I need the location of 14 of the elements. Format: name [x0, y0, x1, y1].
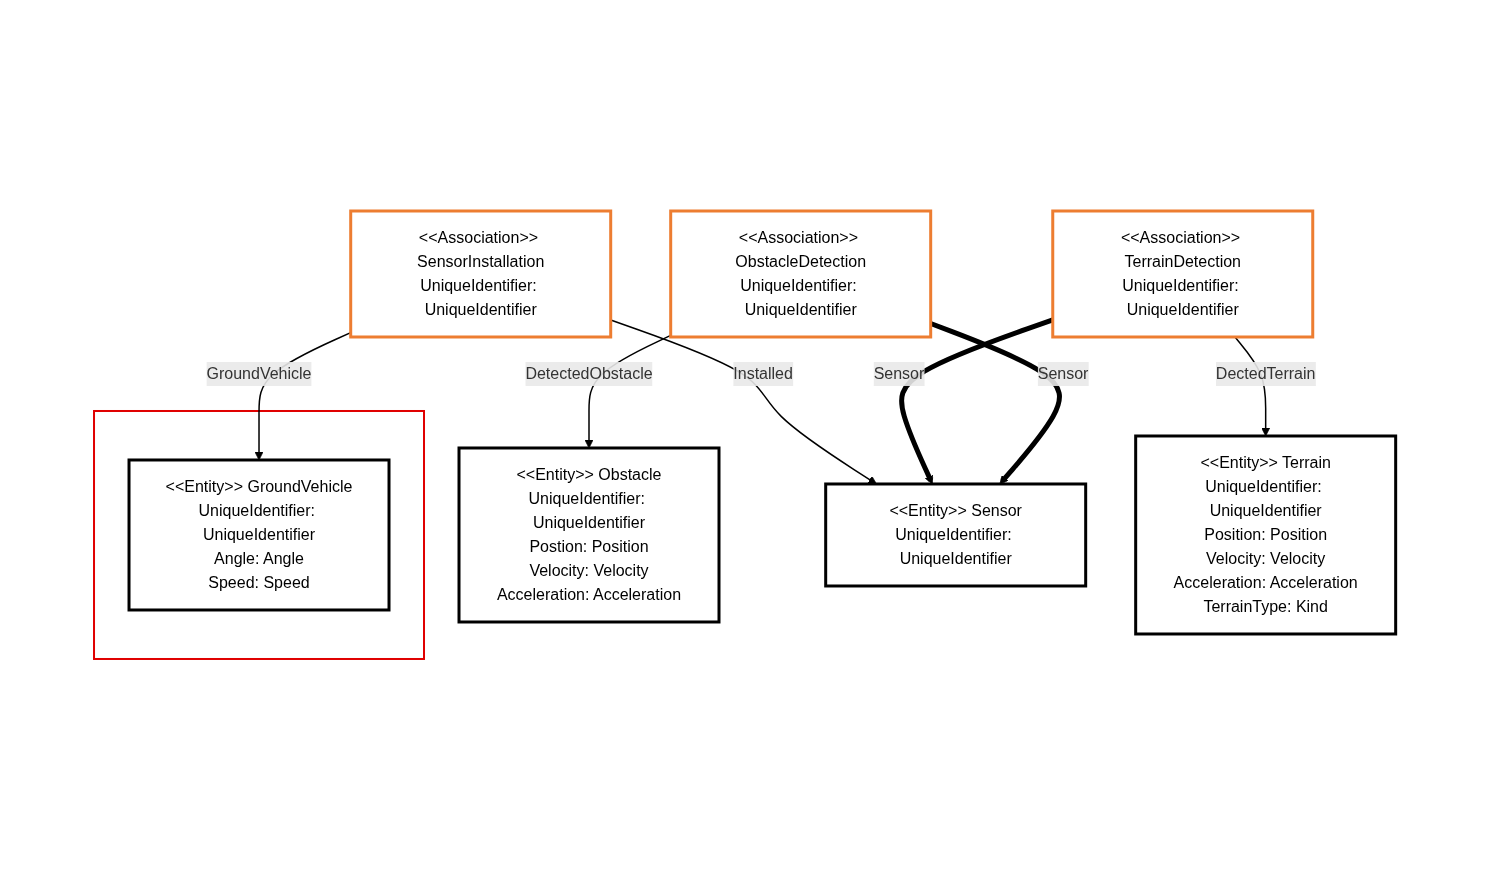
- node-box: <<Entity>> Terrain UniqueIdentifier: UniqueIdentifier Position: Position Velocity: Velocity Acceleration: Acceleration TerrainType: Kind: [1133, 434, 1397, 636]
- node-box: <<Entity>> Obstacle UniqueIdentifier: UniqueIdentifier Postion: Position Velocity: Velocity Acceleration: Acceleration: [457, 446, 721, 624]
- edge-label: Sensor: [1037, 364, 1089, 382]
- node-box: <<Association>> TerrainDetection UniqueIdentifier: UniqueIdentifier: [1050, 209, 1314, 339]
- edge-label: Installed: [732, 364, 793, 382]
- node-box: <<Association>> SensorInstallation UniqueIdentifier: UniqueIdentifier: [348, 209, 612, 339]
- node-box: <<Entity>> Sensor UniqueIdentifier: UniqueIdentifier: [823, 482, 1087, 588]
- edge-label: GroundVehicle: [206, 364, 312, 382]
- cluster: [92, 410, 425, 660]
- edge-label: DectedTerrain: [1215, 364, 1316, 382]
- node-box: <<Association>> ObstacleDetection UniqueIdentifier: UniqueIdentifier: [668, 209, 932, 339]
- node-box: <<Entity>> GroundVehicle UniqueIdentifier: UniqueIdentifier Angle: Angle Speed: Speed: [127, 458, 391, 612]
- edge-label: DetectedObstacle: [525, 364, 653, 382]
- edge-label: Sensor: [873, 364, 924, 382]
